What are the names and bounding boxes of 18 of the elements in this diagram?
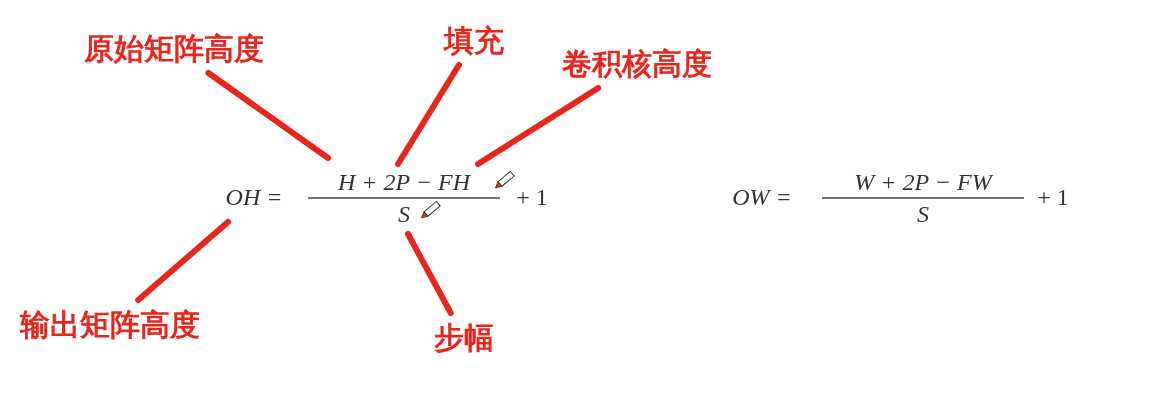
denominator-text: S <box>917 200 929 228</box>
denominator-text: S <box>398 200 410 228</box>
leader-line <box>475 85 602 167</box>
formula-text: OH = <box>225 183 283 211</box>
numerator-text: W + 2P − FW <box>854 168 992 196</box>
annotation-label: 步幅 <box>434 321 494 354</box>
leader-line <box>135 219 231 303</box>
annotation-label: 输出矩阵高度 <box>20 308 200 341</box>
leader-line <box>395 62 462 167</box>
annotation-label: 填充 <box>444 24 504 57</box>
leader-line <box>205 70 331 161</box>
numerator-text: H + 2P − FH <box>338 168 470 196</box>
formula-text: OW = <box>732 183 792 211</box>
annotation-label: 卷积核高度 <box>562 47 712 80</box>
formula-text: + 1 <box>516 183 548 211</box>
annotation-label: 原始矩阵高度 <box>84 32 264 65</box>
formula-text: + 1 <box>1037 183 1069 211</box>
leader-line <box>405 231 454 316</box>
